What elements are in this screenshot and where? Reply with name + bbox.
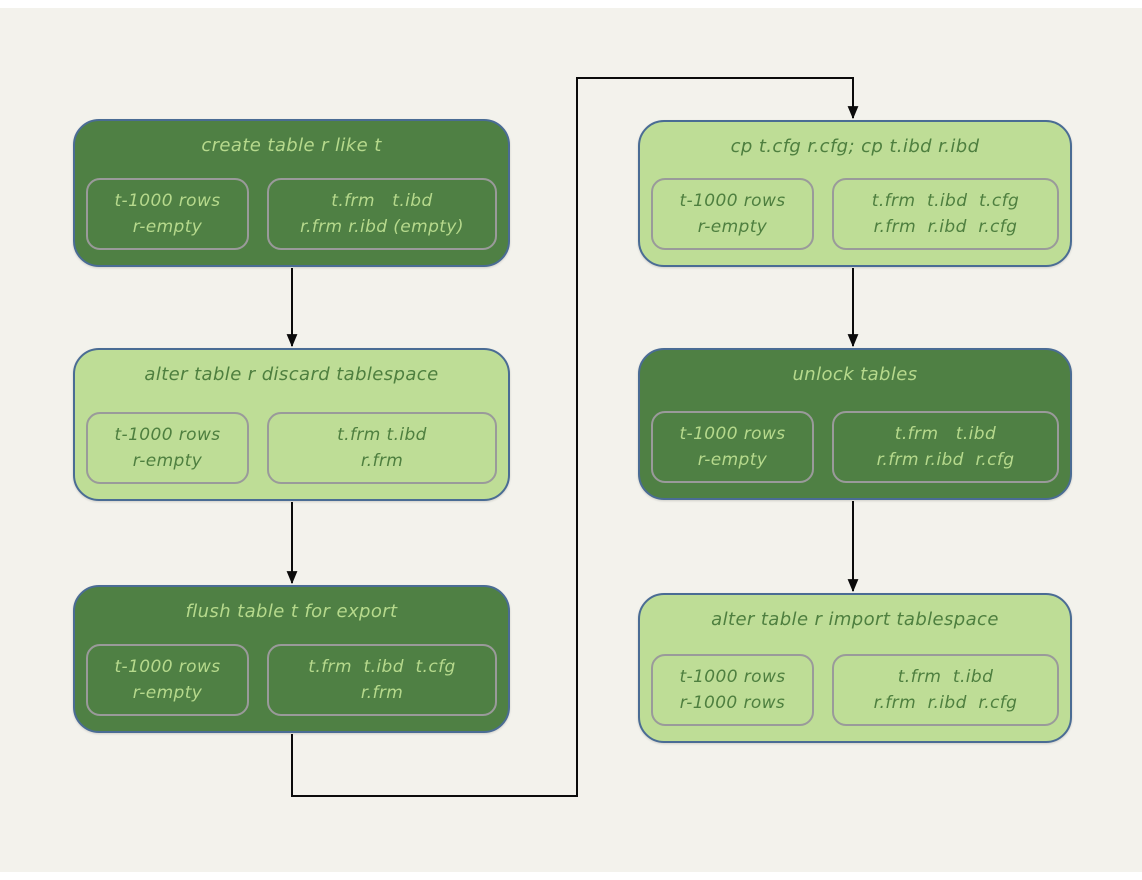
cell-line: r.frm [360,683,404,703]
cell-line: t.frm t.ibd [337,424,427,445]
node-title: create table r like t [201,135,382,156]
node-cp-cfg-and-ibd-files: cp t.cfg r.cfg; cp t.ibd r.ibd t-1000 ro… [638,120,1072,267]
table-rows-cell: t-1000 rows r-1000 rows [651,654,814,726]
state-row: t-1000 rows r-empty t.frm t.ibd r.frm r.… [651,411,1059,483]
table-files-cell: t.frm t.ibd r.frm [267,412,497,484]
table-rows-cell: t-1000 rows r-empty [86,412,249,484]
cell-line: t.frm t.ibd t.cfg [308,656,456,677]
cell-line: t-1000 rows [679,423,786,444]
state-row: t-1000 rows r-empty t.frm t.ibd r.frm r.… [86,178,497,250]
bottom-margin-band [0,872,1142,880]
cell-line: r-1000 rows [679,693,786,713]
cell-line: r-empty [697,217,768,237]
cell-line: t-1000 rows [679,190,786,211]
cell-line: t.frm t.ibd t.cfg [871,190,1020,211]
node-create-table-r-like-t: create table r like t t-1000 rows r-empt… [73,119,510,267]
state-row: t-1000 rows r-empty t.frm t.ibd t.cfg r.… [651,178,1059,250]
cell-line: r-empty [132,683,203,703]
node-alter-table-r-discard-tablespace: alter table r discard tablespace t-1000 … [73,348,510,501]
cell-line: r-empty [132,451,203,471]
node-title: flush table t for export [185,601,398,622]
table-rows-cell: t-1000 rows r-empty [651,411,814,483]
table-rows-cell: t-1000 rows r-empty [86,178,249,250]
cell-line: r.frm r.ibd (empty) [300,217,464,237]
table-files-cell: t.frm t.ibd t.cfg r.frm r.ibd r.cfg [832,178,1059,250]
cell-line: r-empty [132,217,203,237]
top-margin-band [0,0,1142,8]
cell-line: t.frm t.ibd [894,423,997,444]
cell-line: t-1000 rows [679,666,786,687]
table-files-cell: t.frm t.ibd r.frm r.ibd r.cfg [832,411,1059,483]
state-row: t-1000 rows r-empty t.frm t.ibd r.frm [86,412,497,484]
table-files-cell: t.frm t.ibd t.cfg r.frm [267,644,497,716]
state-row: t-1000 rows r-1000 rows t.frm t.ibd r.fr… [651,654,1059,726]
node-flush-table-t-for-export: flush table t for export t-1000 rows r-e… [73,585,510,733]
cell-line: t.frm t.ibd [897,666,994,687]
cell-line: r.frm [360,451,404,471]
cell-line: r.frm r.ibd r.cfg [873,693,1018,713]
cell-line: t-1000 rows [114,190,221,211]
node-title: cp t.cfg r.cfg; cp t.ibd r.ibd [730,136,980,157]
table-files-cell: t.frm t.ibd r.frm r.ibd r.cfg [832,654,1059,726]
cell-line: r.frm r.ibd r.cfg [876,450,1015,470]
node-unlock-tables: unlock tables t-1000 rows r-empty t.frm … [638,348,1072,500]
table-files-cell: t.frm t.ibd r.frm r.ibd (empty) [267,178,497,250]
table-rows-cell: t-1000 rows r-empty [651,178,814,250]
table-rows-cell: t-1000 rows r-empty [86,644,249,716]
cell-line: t-1000 rows [114,424,221,445]
cell-line: r.frm r.ibd r.cfg [873,217,1018,237]
node-title: alter table r import tablespace [711,609,999,630]
cell-line: t.frm t.ibd [331,190,433,211]
node-title: unlock tables [792,364,918,385]
node-title: alter table r discard tablespace [144,364,439,385]
cell-line: r-empty [697,450,768,470]
cell-line: t-1000 rows [114,656,221,677]
node-alter-table-r-import-tablespace: alter table r import tablespace t-1000 r… [638,593,1072,743]
state-row: t-1000 rows r-empty t.frm t.ibd t.cfg r.… [86,644,497,716]
